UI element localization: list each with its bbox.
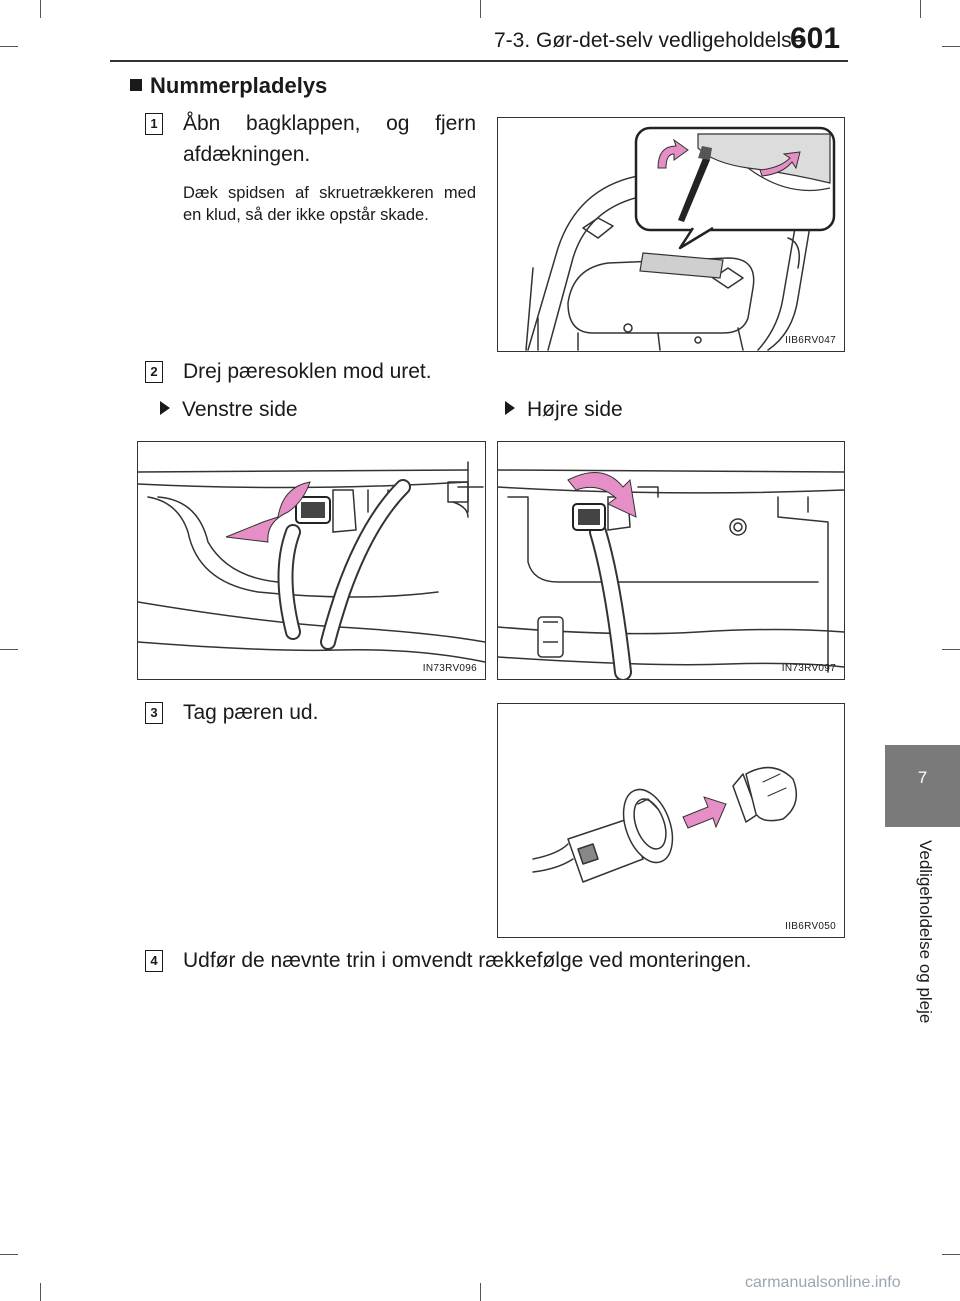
crop-mark [0,649,18,650]
section-title: Nummerpladelys [130,73,327,99]
step-number-4: 4 [145,950,163,972]
chapter-label: Vedligeholdelse og pleje [916,840,935,1024]
crop-mark [920,0,921,18]
left-socket-illustration [138,461,485,663]
step-1-line-1: Åbn bagklappen, og fjern [183,112,476,135]
crop-mark [0,46,18,47]
crop-mark [942,1254,960,1255]
step-4-text: Udfør de nævnte trin i omvendt rækkefølg… [183,949,752,972]
crop-mark [480,1283,481,1301]
tailgate-illustration [525,126,836,351]
section-title-text: Nummerpladelys [150,73,328,98]
crop-mark [942,649,960,650]
right-socket-illustration [498,469,844,679]
crop-mark [0,1254,18,1255]
header-rule [110,60,848,62]
step-1-line-2: afdækningen. [183,143,311,166]
right-side-label-text: Højre side [527,398,623,421]
step-3-text: Tag pæren ud. [183,701,319,724]
left-side-label: Venstre side [160,398,298,422]
step-number-3: 3 [145,702,163,724]
square-bullet-icon [130,79,142,91]
bulb-illustration [532,766,798,883]
step-number-1: 1 [145,113,163,135]
figure-code: IIB6RV050 [785,921,836,932]
figure-left-side: IN73RV096 [137,441,486,680]
figure-code: IIB6RV047 [785,335,836,346]
figure-code: IN73RV096 [422,663,477,674]
crop-mark [480,0,481,18]
triangle-bullet-icon [160,401,170,415]
crop-mark [942,46,960,47]
triangle-bullet-icon [505,401,515,415]
figure-remove-bulb: IIB6RV050 [497,703,845,938]
crop-mark [40,1283,41,1301]
crop-mark [40,0,41,18]
step-number-2: 2 [145,361,163,383]
right-side-label: Højre side [505,398,623,422]
section-header: 7-3. Gør-det-selv vedligeholdelse [494,29,804,52]
step-1-text: Åbn bagklappen, og fjern afdækningen. [183,108,476,170]
step-2-text: Drej pæresoklen mod uret. [183,360,432,383]
chapter-tab [885,745,960,827]
step-1-note: Dæk spidsen af skruetrækkeren med en klu… [183,184,476,224]
figure-open-tailgate: IIB6RV047 [497,117,845,352]
figure-right-side: IN73RV097 [497,441,845,680]
page-number: 601 [790,22,841,55]
figure-code: IN73RV097 [781,663,836,674]
watermark: carmanualsonline.info [745,1274,901,1291]
left-side-label-text: Venstre side [182,398,298,421]
chapter-number: 7 [917,768,928,787]
